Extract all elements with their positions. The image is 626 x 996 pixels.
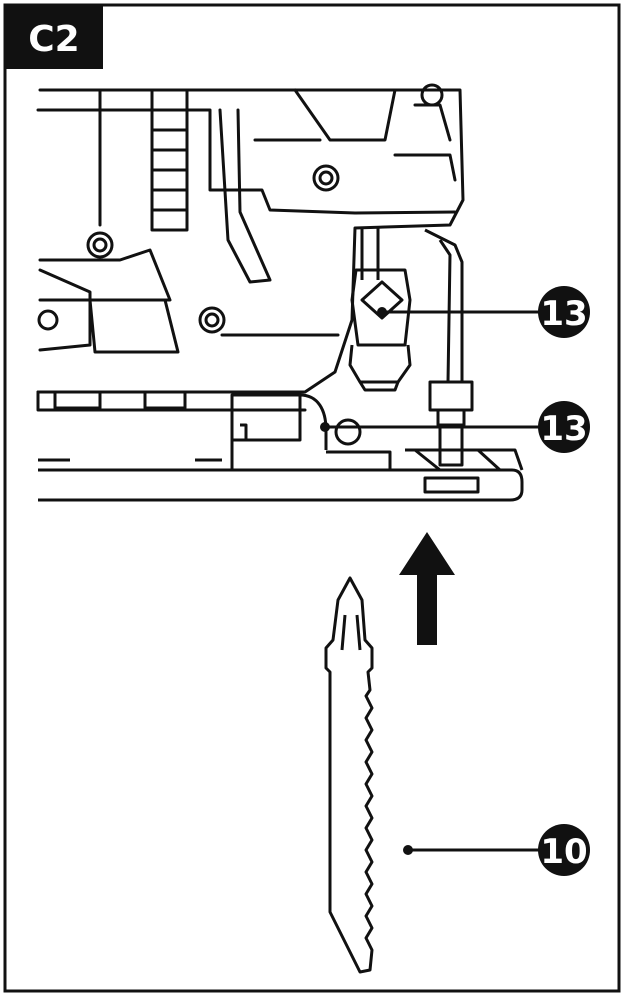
- screw-holes: [37, 83, 444, 334]
- callout-13-upper-dot: [377, 307, 387, 317]
- callout-13-lower-number: 13: [540, 409, 587, 449]
- figure-label-text: C2: [28, 19, 79, 60]
- callout-10-badge: [538, 824, 590, 876]
- callout-10: 10: [403, 824, 590, 876]
- callout-13-upper-badge: [538, 286, 590, 338]
- callout-13-upper: 13: [377, 286, 590, 338]
- blade-holder: [348, 228, 474, 467]
- diagram-border: [3, 3, 621, 993]
- jigsaw-housing: [36, 88, 465, 412]
- lower-blade-clamp: [230, 393, 392, 470]
- callout-13-lower: 13: [320, 401, 590, 453]
- callout-13-lower-badge: [538, 401, 590, 453]
- insertion-arrow: [399, 532, 455, 645]
- base-plate: [38, 448, 524, 502]
- callout-13-lower-dot: [320, 422, 330, 432]
- figure-label-tab: [5, 5, 103, 69]
- figure-label: C2: [5, 5, 103, 69]
- callout-10-number: 10: [540, 832, 587, 872]
- callout-13-upper-number: 13: [540, 294, 587, 334]
- callout-10-dot: [403, 845, 413, 855]
- saw-blade: [324, 576, 374, 974]
